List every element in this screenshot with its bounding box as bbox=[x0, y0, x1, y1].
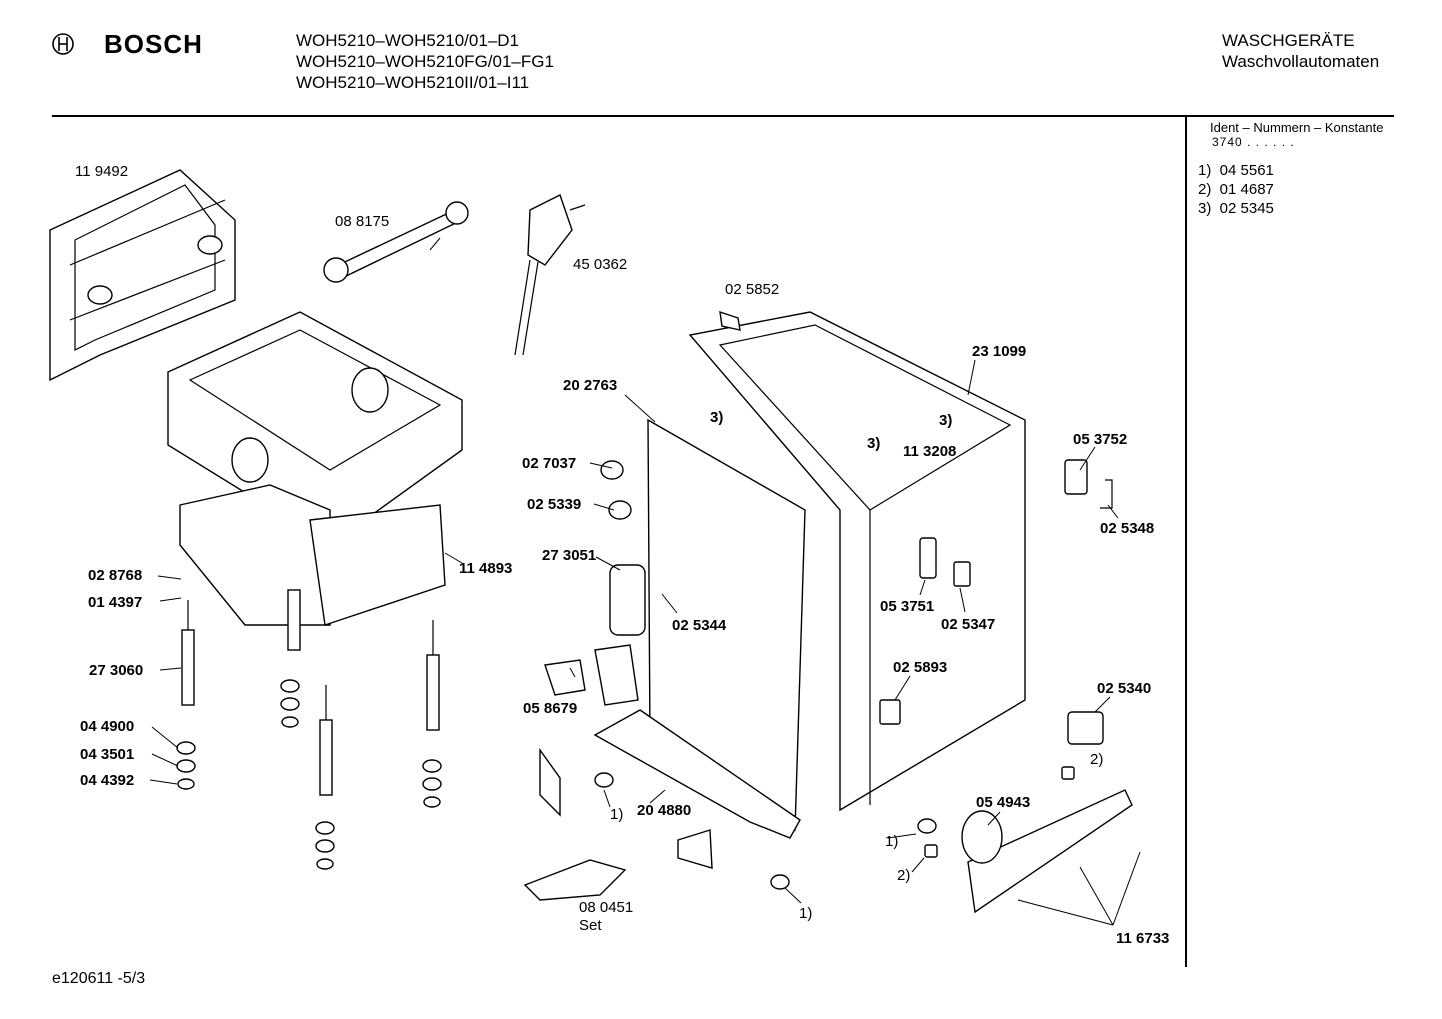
ident-entry: 3) 02 5345 bbox=[1198, 200, 1274, 217]
part-label: 11 9492 bbox=[75, 163, 128, 180]
part-label: 01 4397 bbox=[88, 594, 142, 611]
part-label: 02 5348 bbox=[1100, 520, 1154, 537]
part-label: 27 3051 bbox=[542, 547, 596, 564]
leader-lines bbox=[149, 237, 1141, 926]
ident-code: 3740 . . . . . . bbox=[1212, 135, 1295, 149]
part-label: 04 4900 bbox=[80, 718, 134, 735]
part-label: 23 1099 bbox=[972, 343, 1026, 360]
part-label: 02 5347 bbox=[941, 616, 995, 633]
category-block: WASCHGERÄTE Waschvollautomaten bbox=[1222, 30, 1379, 72]
header-divider bbox=[52, 115, 1394, 117]
model-line: WOH5210–WOH5210II/01–I11 bbox=[296, 73, 530, 92]
part-label: 02 5344 bbox=[672, 617, 727, 634]
ident-entry: 1) 04 5561 bbox=[1198, 162, 1274, 179]
shock-absorbers-drawing bbox=[176, 589, 442, 870]
wrench-drawing bbox=[323, 201, 469, 283]
part-label: 1) bbox=[885, 833, 898, 850]
ident-title: Ident – Nummern – Konstante bbox=[1210, 120, 1384, 135]
part-label: 3) bbox=[710, 409, 723, 426]
power-plug-drawing bbox=[514, 194, 586, 356]
part-label: 27 3060 bbox=[89, 662, 143, 679]
part-label: 05 8679 bbox=[523, 700, 577, 717]
part-label: 04 3501 bbox=[80, 746, 134, 763]
model-list: WOH5210–WOH5210/01–D1 WOH5210–WOH5210FG/… bbox=[296, 30, 554, 93]
part-label: 20 4880 bbox=[637, 802, 691, 819]
part-label: Set bbox=[579, 917, 602, 934]
ident-list: 1) 04 5561 2) 01 4687 3) 02 5345 bbox=[1198, 161, 1274, 218]
part-label: 1) bbox=[799, 905, 812, 922]
sidebar-divider bbox=[1185, 115, 1187, 967]
part-label: 11 3208 bbox=[903, 443, 956, 460]
part-label: 20 2763 bbox=[563, 377, 617, 394]
part-label: 3) bbox=[939, 412, 952, 429]
model-line: WOH5210–WOH5210/01–D1 bbox=[296, 31, 520, 50]
part-label: 02 8768 bbox=[88, 567, 142, 584]
category-subtitle: Waschvollautomaten bbox=[1222, 52, 1380, 71]
exploded-parts-diagram: 11 9492 08 8175 45 0362 02 5852 23 1099 … bbox=[49, 163, 1169, 947]
part-label: 02 5339 bbox=[527, 496, 581, 513]
mounting-frame-drawing bbox=[49, 169, 236, 382]
part-label: 2) bbox=[897, 867, 910, 884]
footer-code: e120611 -5/3 bbox=[52, 970, 146, 987]
logo-icon bbox=[52, 33, 74, 55]
part-label: 05 3752 bbox=[1073, 431, 1127, 448]
part-label: 1) bbox=[610, 806, 623, 823]
part-label: 05 4943 bbox=[976, 794, 1030, 811]
part-label: 05 3751 bbox=[880, 598, 934, 615]
ident-entry: 2) 01 4687 bbox=[1198, 181, 1274, 198]
part-label: 2) bbox=[1090, 751, 1103, 768]
tub-drawing bbox=[167, 311, 463, 626]
part-label: 11 4893 bbox=[459, 560, 512, 577]
model-line: WOH5210–WOH5210FG/01–FG1 bbox=[296, 52, 554, 71]
part-label: 08 0451 bbox=[579, 899, 633, 916]
part-label: 3) bbox=[867, 435, 880, 452]
part-label: 02 7037 bbox=[522, 455, 576, 472]
part-label: 11 6733 bbox=[1116, 930, 1169, 947]
part-label: 08 8175 bbox=[335, 213, 389, 230]
brand-name: BOSCH bbox=[104, 29, 203, 59]
part-label: 02 5340 bbox=[1097, 680, 1151, 697]
part-label: 02 5852 bbox=[725, 281, 779, 298]
cabinet-drawing bbox=[593, 311, 1026, 839]
part-label: 04 4392 bbox=[80, 772, 134, 789]
category-title: WASCHGERÄTE bbox=[1222, 31, 1355, 50]
part-label: 02 5893 bbox=[893, 659, 947, 676]
part-label: 45 0362 bbox=[573, 256, 627, 273]
